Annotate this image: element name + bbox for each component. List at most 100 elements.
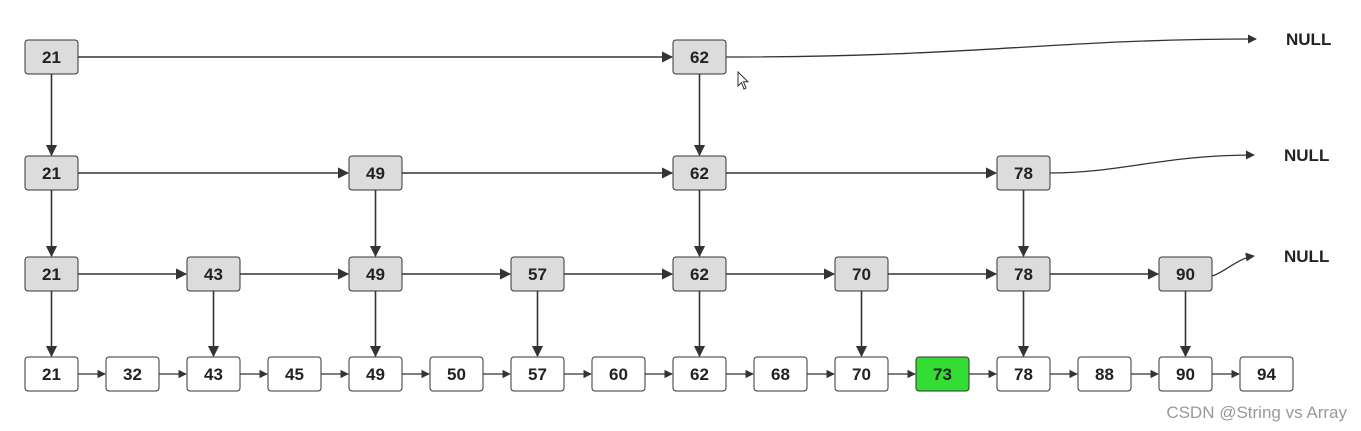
level3-node-62-box xyxy=(672,39,727,75)
base-node-45-box xyxy=(267,356,322,392)
level2-node-49-box xyxy=(348,155,403,191)
level2-node-62-box xyxy=(672,155,727,191)
level1-null-label: NULL xyxy=(1284,247,1329,266)
level1-node-78: 78 xyxy=(996,256,1051,292)
base-node-88-box xyxy=(1077,356,1132,392)
level2-node-78-label: 78 xyxy=(1014,164,1033,183)
base-node-21-label: 21 xyxy=(42,365,61,384)
level1-node-57: 57 xyxy=(510,256,565,292)
base-node-43-box xyxy=(186,356,241,392)
level1-node-49: 49 xyxy=(348,256,403,292)
base-node-60-box xyxy=(591,356,646,392)
base-node-88: 88 xyxy=(1077,356,1132,392)
level1-node-43: 43 xyxy=(186,256,241,292)
base-node-45-label: 45 xyxy=(285,365,304,384)
level1-node-57-box xyxy=(510,256,565,292)
level3-node-21: 21 xyxy=(24,39,79,75)
base-node-90: 90 xyxy=(1158,356,1213,392)
base-node-62-box xyxy=(672,356,727,392)
base-node-90-box xyxy=(1158,356,1213,392)
level2-node-62: 62 xyxy=(672,155,727,191)
base-node-73-label: 73 xyxy=(933,365,952,384)
base-node-78-label: 78 xyxy=(1014,365,1033,384)
level1-node-62-label: 62 xyxy=(690,265,709,284)
level2-null-label: NULL xyxy=(1284,146,1329,165)
mouse-cursor-icon xyxy=(737,71,750,90)
level1-node-90: 90 xyxy=(1158,256,1213,292)
base-node-57-label: 57 xyxy=(528,365,547,384)
level2-node-49: 49 xyxy=(348,155,403,191)
base-node-62-label: 62 xyxy=(690,365,709,384)
base-node-43: 43 xyxy=(186,356,241,392)
level2-node-49-label: 49 xyxy=(366,164,385,183)
base-node-57-box xyxy=(510,356,565,392)
base-node-78: 78 xyxy=(996,356,1051,392)
base-node-68: 68 xyxy=(753,356,808,392)
level1-node-78-box xyxy=(996,256,1051,292)
base-node-70: 70 xyxy=(834,356,889,392)
level1-node-62: 62 xyxy=(672,256,727,292)
level3-node-62: 62 xyxy=(672,39,727,75)
level1-node-43-label: 43 xyxy=(204,265,223,284)
level1-node-21: 21 xyxy=(24,256,79,292)
base-node-21-box xyxy=(24,356,79,392)
base-node-70-label: 70 xyxy=(852,365,871,384)
level2-node-78: 78 xyxy=(996,155,1051,191)
level1-node-43-box xyxy=(186,256,241,292)
base-node-94-box xyxy=(1239,356,1294,392)
base-node-94-label: 94 xyxy=(1257,365,1276,384)
base-node-49-label: 49 xyxy=(366,365,385,384)
base-node-49-box xyxy=(348,356,403,392)
base-node-70-box xyxy=(834,356,889,392)
base-node-21: 21 xyxy=(24,356,79,392)
level1-node-90-label: 90 xyxy=(1176,265,1195,284)
level1-node-49-label: 49 xyxy=(366,265,385,284)
level2-node-62-label: 62 xyxy=(690,164,709,183)
base-node-73-box xyxy=(915,356,970,392)
base-node-50-box xyxy=(429,356,484,392)
base-node-57: 57 xyxy=(510,356,565,392)
level2-node-21: 21 xyxy=(24,155,79,191)
base-node-32-box xyxy=(105,356,160,392)
base-node-50-label: 50 xyxy=(447,365,466,384)
level3-node-21-label: 21 xyxy=(42,48,61,67)
base-node-43-label: 43 xyxy=(204,365,223,384)
base-node-90-label: 90 xyxy=(1176,365,1195,384)
level1-node-90-box xyxy=(1158,256,1213,292)
base-node-88-label: 88 xyxy=(1095,365,1114,384)
base-node-68-box xyxy=(753,356,808,392)
level1-node-21-label: 21 xyxy=(42,265,61,284)
level1-node-78-label: 78 xyxy=(1014,265,1033,284)
level2-node-78-box xyxy=(996,155,1051,191)
base-node-94: 94 xyxy=(1239,356,1294,392)
level3-null-curve xyxy=(725,34,1257,58)
base-node-60-label: 60 xyxy=(609,365,628,384)
level3-null-label: NULL xyxy=(1286,30,1331,49)
level1-null-curve xyxy=(1211,252,1255,277)
base-node-32-label: 32 xyxy=(123,365,142,384)
base-node-78-box xyxy=(996,356,1051,392)
level1-node-49-box xyxy=(348,256,403,292)
level1-node-70: 70 xyxy=(834,256,889,292)
base-node-62: 62 xyxy=(672,356,727,392)
level3-node-62-label: 62 xyxy=(690,48,709,67)
base-node-32: 32 xyxy=(105,356,160,392)
level1-node-57-label: 57 xyxy=(528,265,547,284)
base-node-68-label: 68 xyxy=(771,365,790,384)
base-node-50: 50 xyxy=(429,356,484,392)
level1-node-70-label: 70 xyxy=(852,265,871,284)
base-node-60: 60 xyxy=(591,356,646,392)
watermark: CSDN @String vs Array xyxy=(1166,403,1347,422)
base-node-45: 45 xyxy=(267,356,322,392)
level2-null-curve xyxy=(1049,150,1255,174)
level3-node-21-box xyxy=(24,39,79,75)
level1-node-62-box xyxy=(672,256,727,292)
base-node-73: 73 xyxy=(915,356,970,392)
base-node-49: 49 xyxy=(348,356,403,392)
level1-node-21-box xyxy=(24,256,79,292)
level2-node-21-box xyxy=(24,155,79,191)
level1-node-70-box xyxy=(834,256,889,292)
level2-node-21-label: 21 xyxy=(42,164,61,183)
